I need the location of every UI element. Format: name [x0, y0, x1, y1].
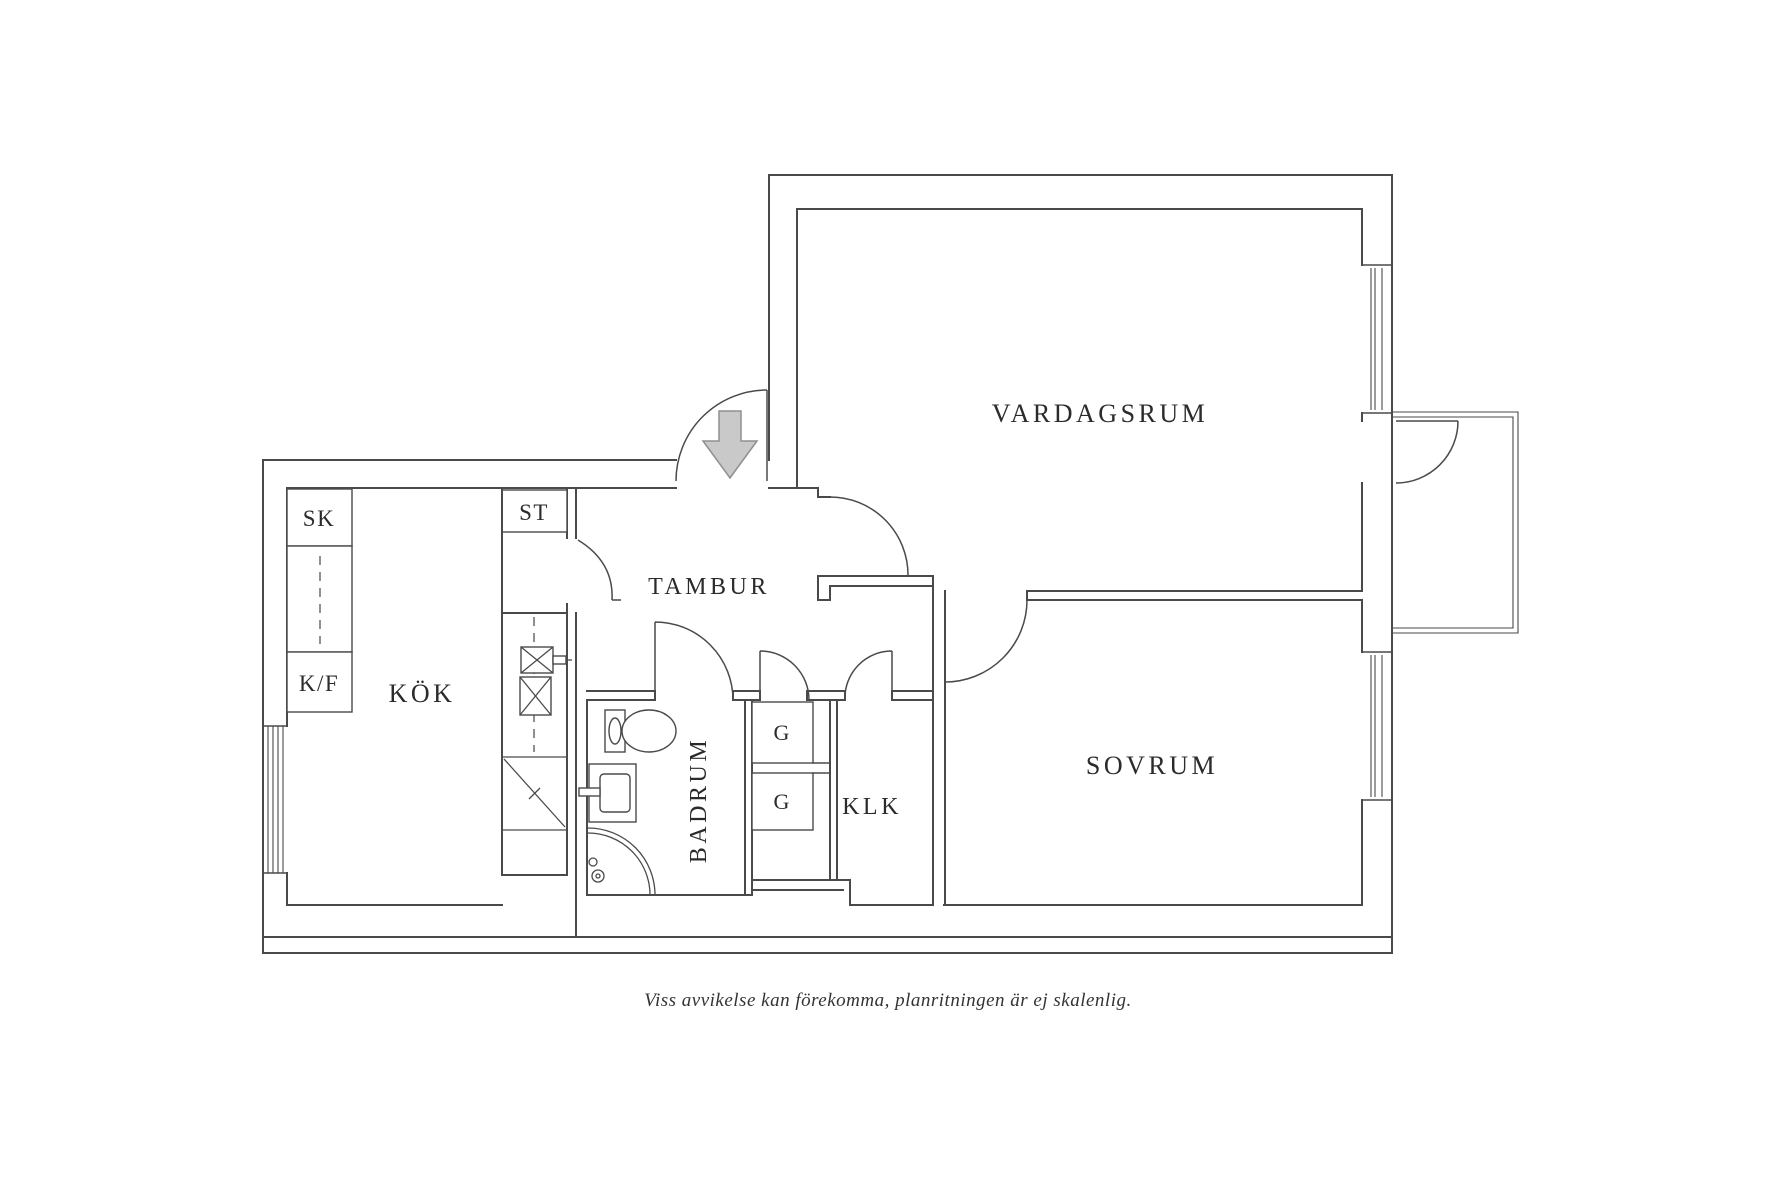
shower-fixture: [587, 827, 656, 896]
storage-closet-box: [501, 489, 568, 533]
outer-wall-skin-bottom: [262, 936, 1393, 954]
entry-door: [675, 389, 768, 482]
label-kitchen: KÖK: [389, 679, 456, 708]
bedroom-door: [944, 599, 1028, 683]
label-bedroom: SOVRUM: [1086, 751, 1218, 780]
wardrobe-boxes: [751, 701, 831, 831]
balcony: [1392, 411, 1519, 634]
toilet-fixture: [604, 709, 677, 753]
label-hall: TAMBUR: [648, 574, 770, 600]
label-storage-closet: ST: [519, 500, 549, 525]
dishwasher-fixture: [502, 756, 567, 831]
label-living-room: VARDAGSRUM: [992, 399, 1209, 428]
wall-corridor-band: [817, 575, 934, 601]
wall-sovrum-inner: [943, 599, 1363, 906]
bathroom-door: [654, 621, 734, 701]
kitchen-window: [262, 725, 288, 874]
balcony-door: [1395, 420, 1459, 484]
wall-klk-east: [932, 575, 946, 906]
disclaimer-text: Viss avvikelse kan förekomma, planritnin…: [644, 990, 1131, 1011]
kitchen-counter: [501, 489, 572, 876]
wall-vardagsrum-west: [768, 208, 831, 498]
wall-vardagsrum-inner: [796, 208, 1363, 592]
wall-klk: [751, 699, 934, 906]
kitchen-sink-fixture: [520, 646, 572, 674]
livingroom-door: [829, 496, 909, 576]
wall-sovrum-north: [1026, 590, 1363, 601]
sink-fixture: [578, 763, 637, 823]
label-fridge-freezer: K/F: [299, 671, 339, 696]
outer-wall: [262, 174, 1393, 938]
bedroom-window: [1361, 651, 1393, 801]
label-wardrobe-upper: G: [774, 720, 791, 745]
livingroom-window: [1361, 264, 1393, 414]
entrance-arrow-icon: [701, 410, 759, 480]
label-bathroom: BADRUM: [686, 737, 712, 863]
label-wardrobe-lower: G: [774, 789, 791, 814]
stove-fixture: [519, 676, 552, 716]
wardrobe-door: [759, 650, 810, 701]
label-cleaning-cabinet: SK: [303, 506, 335, 531]
kitchen-door: [566, 487, 621, 614]
label-walk-in-closet: KLK: [842, 794, 902, 820]
cabinet-column-left: [286, 488, 353, 713]
klk-door: [844, 650, 893, 701]
